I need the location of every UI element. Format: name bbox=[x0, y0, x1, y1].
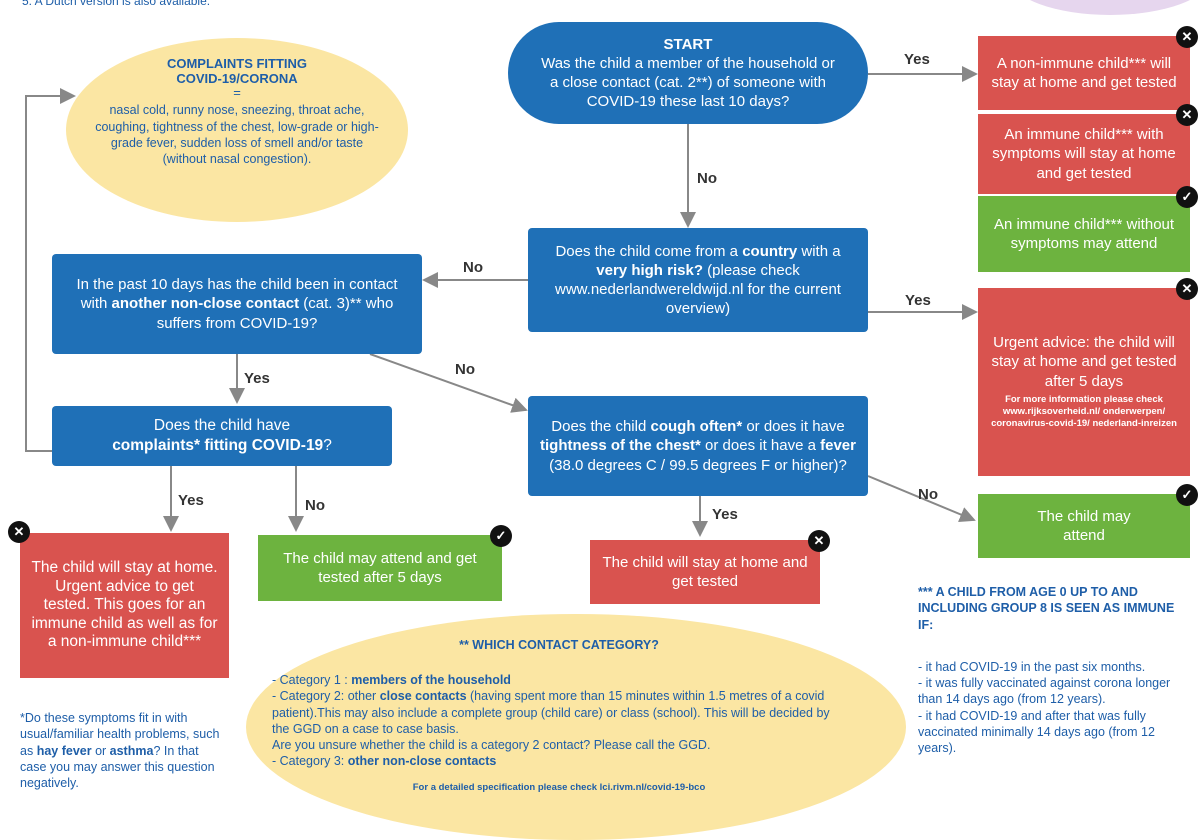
urgent-main: Urgent advice: the child will stay at ho… bbox=[991, 334, 1177, 390]
noncontact-q-b1: another non-close contact bbox=[111, 295, 300, 313]
cross-icon: ✕ bbox=[1176, 26, 1198, 48]
country-q-p3: (please check www.nederlandwereldwijd.nl… bbox=[555, 261, 841, 318]
arrow-noncontact-no bbox=[369, 353, 528, 413]
immune-item-3: - it had COVID-19 and after that was ful… bbox=[918, 708, 1155, 756]
cough-q-p2: or does it have bbox=[742, 418, 845, 436]
urgent-more-info: For more information please check www.ri… bbox=[991, 393, 1177, 430]
label-country-yes: Yes bbox=[905, 292, 931, 309]
noncontact-q-p2: (cat. 3)** who suffers from COVID-19? bbox=[156, 295, 394, 332]
unsure-line: Are you unsure whether the child is a ca… bbox=[272, 738, 711, 752]
outcome-immune-no-symptoms: An immune child*** without symptoms may … bbox=[978, 196, 1190, 272]
complaints-q-p1: Does the child have bbox=[153, 417, 291, 435]
start-title: START bbox=[663, 35, 713, 53]
country-q-b2: very high risk? bbox=[596, 261, 703, 279]
outcome-urgent-advice: Urgent advice: the child will stay at ho… bbox=[978, 288, 1190, 476]
cross-icon: ✕ bbox=[1176, 104, 1198, 126]
complaints-title-2: COVID-19/CORONA bbox=[176, 71, 298, 86]
country-q-p2: with a bbox=[797, 242, 841, 260]
label-country-no: No bbox=[463, 259, 483, 276]
cough-question: Does the child cough often* or does it h… bbox=[528, 396, 868, 496]
country-q-p1: Does the child come from a bbox=[555, 242, 743, 260]
arrow-cough-no bbox=[867, 475, 976, 523]
cat2-bold: close contacts bbox=[379, 689, 467, 704]
cat2-prefix: - Category 2: other bbox=[272, 689, 380, 704]
immune-item-1: - it had COVID-19 in the past six months… bbox=[918, 659, 1146, 674]
check-icon: ✓ bbox=[1176, 186, 1198, 208]
cat1-bold: members of the household bbox=[351, 673, 511, 687]
cross-icon: ✕ bbox=[808, 530, 830, 552]
label-complaints-yes: Yes bbox=[178, 492, 204, 509]
symptoms-footnote-b2: asthma bbox=[109, 743, 154, 758]
country-question: Does the child come from a country with … bbox=[528, 228, 868, 332]
start-question: START Was the child a member of the hous… bbox=[508, 22, 868, 124]
cough-q-b3: fever bbox=[820, 437, 856, 455]
contact-category-footer: For a detailed specification please chec… bbox=[412, 781, 706, 793]
label-start-no: No bbox=[697, 170, 717, 187]
label-noncontact-no: No bbox=[455, 361, 475, 378]
complaints-q-b1: complaints* fitting COVID-19 bbox=[112, 437, 324, 454]
noncontact-q-p1: In the past 10 days has the child been i… bbox=[76, 276, 398, 313]
immune-item-2: - it was fully vaccinated against corona… bbox=[918, 676, 1171, 707]
cough-q-p3: or does it have a bbox=[700, 437, 821, 455]
cat2-post: (having spent more than 15 minutes withi… bbox=[272, 689, 830, 736]
cough-q-p4: (38.0 degrees C / 99.5 degrees F or high… bbox=[549, 456, 847, 474]
symptoms-footnote-p2: or bbox=[91, 743, 110, 758]
cough-q-b1: cough often* bbox=[650, 418, 743, 436]
outcome-nonimmune: A non-immune child*** will stay at home … bbox=[978, 36, 1190, 110]
cough-q-p1: Does the child bbox=[551, 418, 651, 436]
label-start-yes: Yes bbox=[904, 51, 930, 68]
label-cough-yes: Yes bbox=[712, 506, 738, 523]
cross-icon: ✕ bbox=[1176, 278, 1198, 300]
cat3-prefix: - Category 3: bbox=[272, 754, 348, 769]
arrow-loop-to-complaints bbox=[25, 88, 76, 452]
country-q-b1: country bbox=[742, 242, 798, 260]
complaints-body: nasal cold, runny nose, sneezing, throat… bbox=[95, 103, 379, 167]
start-text: Was the child a member of the household … bbox=[541, 54, 835, 111]
complaints-question: Does the child have complaints* fitting … bbox=[52, 406, 392, 466]
cat1-prefix: - Category 1 : bbox=[272, 673, 352, 687]
outcome-may-attend: The child may attend bbox=[978, 494, 1190, 558]
label-noncontact-yes: Yes bbox=[244, 370, 270, 387]
immune-definition-note: *** A CHILD FROM AGE 0 UP TO AND INCLUDI… bbox=[918, 584, 1180, 756]
symptoms-footnote: *Do these symptoms fit in with usual/fam… bbox=[20, 710, 220, 791]
immune-note-title: *** A CHILD FROM AGE 0 UP TO AND INCLUDI… bbox=[918, 585, 1175, 632]
outcome-stay-home-tested: The child will stay at home and get test… bbox=[590, 540, 820, 604]
check-icon: ✓ bbox=[490, 525, 512, 547]
non-close-contact-question: In the past 10 days has the child been i… bbox=[52, 254, 422, 354]
cough-q-b2: tightness of the chest* bbox=[540, 437, 701, 455]
symptoms-footnote-p3: ? In that case you may answer this quest… bbox=[20, 743, 215, 791]
check-icon: ✓ bbox=[1176, 484, 1198, 506]
cross-icon: ✕ bbox=[8, 521, 30, 543]
complaints-title-1: COMPLAINTS FITTING bbox=[166, 56, 308, 71]
label-cough-no: No bbox=[918, 486, 938, 503]
complaints-ellipse: COMPLAINTS FITTING COVID-19/CORONA = nas… bbox=[66, 38, 408, 222]
complaints-equals: = bbox=[233, 85, 241, 100]
top-note: 5. A Dutch version is also available. bbox=[22, 0, 211, 8]
contact-category-ellipse: ** WHICH CONTACT CATEGORY? - Category 1 … bbox=[246, 614, 906, 840]
contact-category-title: ** WHICH CONTACT CATEGORY? bbox=[459, 638, 659, 652]
outcome-attend-test-5-days: The child may attend and get tested afte… bbox=[258, 535, 502, 601]
symptoms-footnote-p1: *Do these symptoms fit in with usual/fam… bbox=[20, 711, 220, 758]
outcome-stay-home-urgent: The child will stay at home. Urgent advi… bbox=[20, 533, 229, 678]
symptoms-footnote-b1: hay fever bbox=[36, 743, 92, 758]
outcome-immune-symptoms: An immune child*** with symptoms will st… bbox=[978, 114, 1190, 194]
complaints-q-p2: ? bbox=[323, 437, 332, 454]
label-complaints-no: No bbox=[305, 497, 325, 514]
cat3-bold: other non-close contacts bbox=[347, 754, 497, 769]
